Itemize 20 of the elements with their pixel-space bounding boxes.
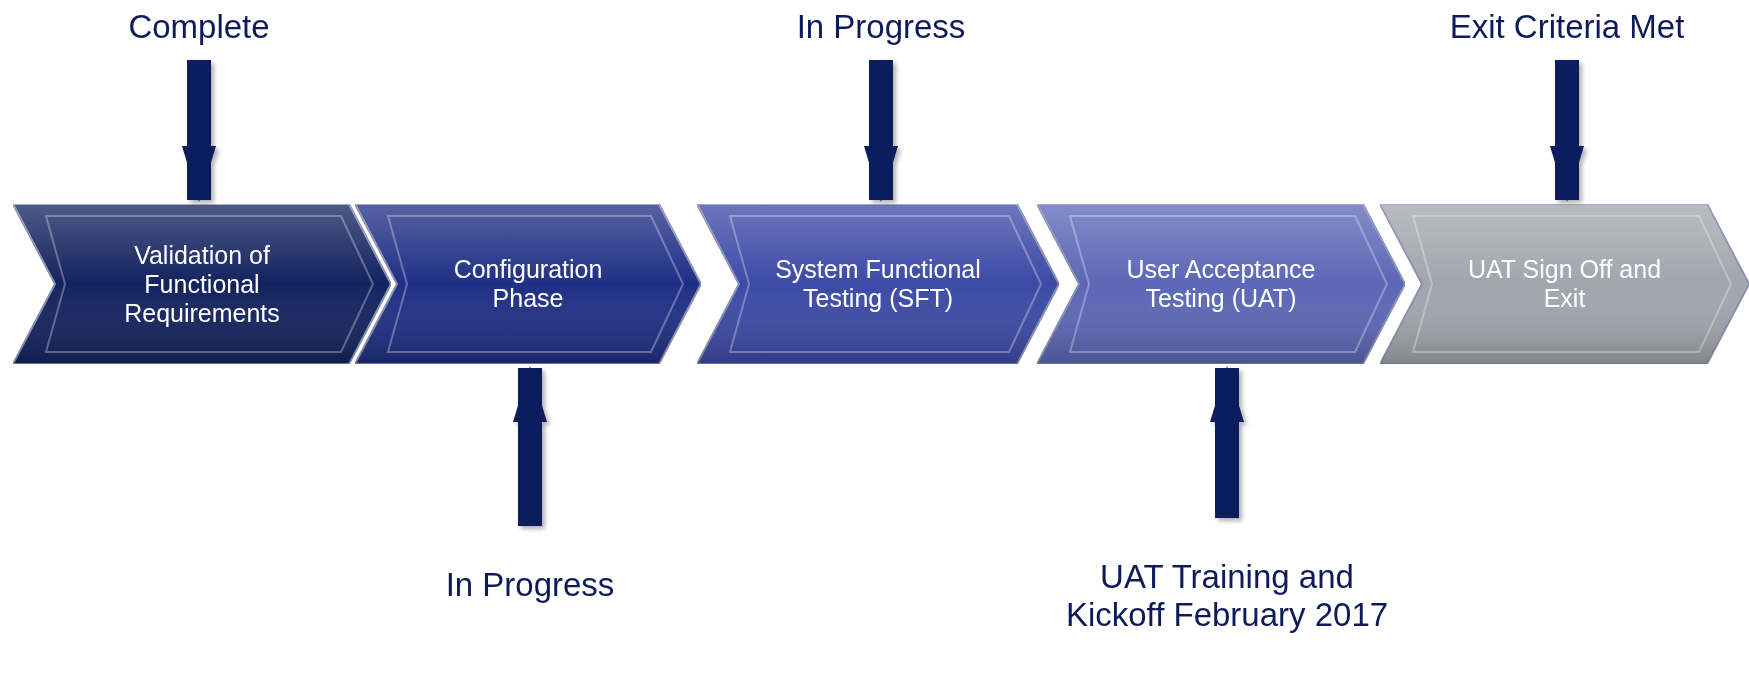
block-arrow bbox=[1210, 366, 1244, 518]
chevron-step bbox=[1380, 204, 1749, 364]
step-label: User Acceptance Testing (UAT) bbox=[1125, 255, 1317, 313]
step-label: Configuration Phase bbox=[452, 255, 604, 313]
status-label: In Progress bbox=[796, 8, 966, 46]
step-label: Validation of Functional Requirements bbox=[123, 240, 281, 328]
chevron-step bbox=[13, 204, 391, 364]
chevron-step bbox=[1037, 204, 1405, 364]
status-label: Complete bbox=[128, 8, 270, 46]
status-label: In Progress bbox=[445, 566, 615, 604]
chevron-step bbox=[697, 204, 1059, 364]
step-label: UAT Sign Off and Exit bbox=[1466, 255, 1663, 313]
status-label: UAT Training and Kickoff February 2017 bbox=[1064, 558, 1390, 634]
status-label: Exit Criteria Met bbox=[1449, 8, 1685, 46]
block-arrow bbox=[513, 366, 547, 526]
block-arrow bbox=[864, 60, 898, 202]
block-arrow bbox=[182, 60, 216, 202]
chevron-step bbox=[355, 204, 701, 364]
block-arrow bbox=[1550, 60, 1584, 202]
step-label: System Functional Testing (SFT) bbox=[774, 255, 982, 313]
